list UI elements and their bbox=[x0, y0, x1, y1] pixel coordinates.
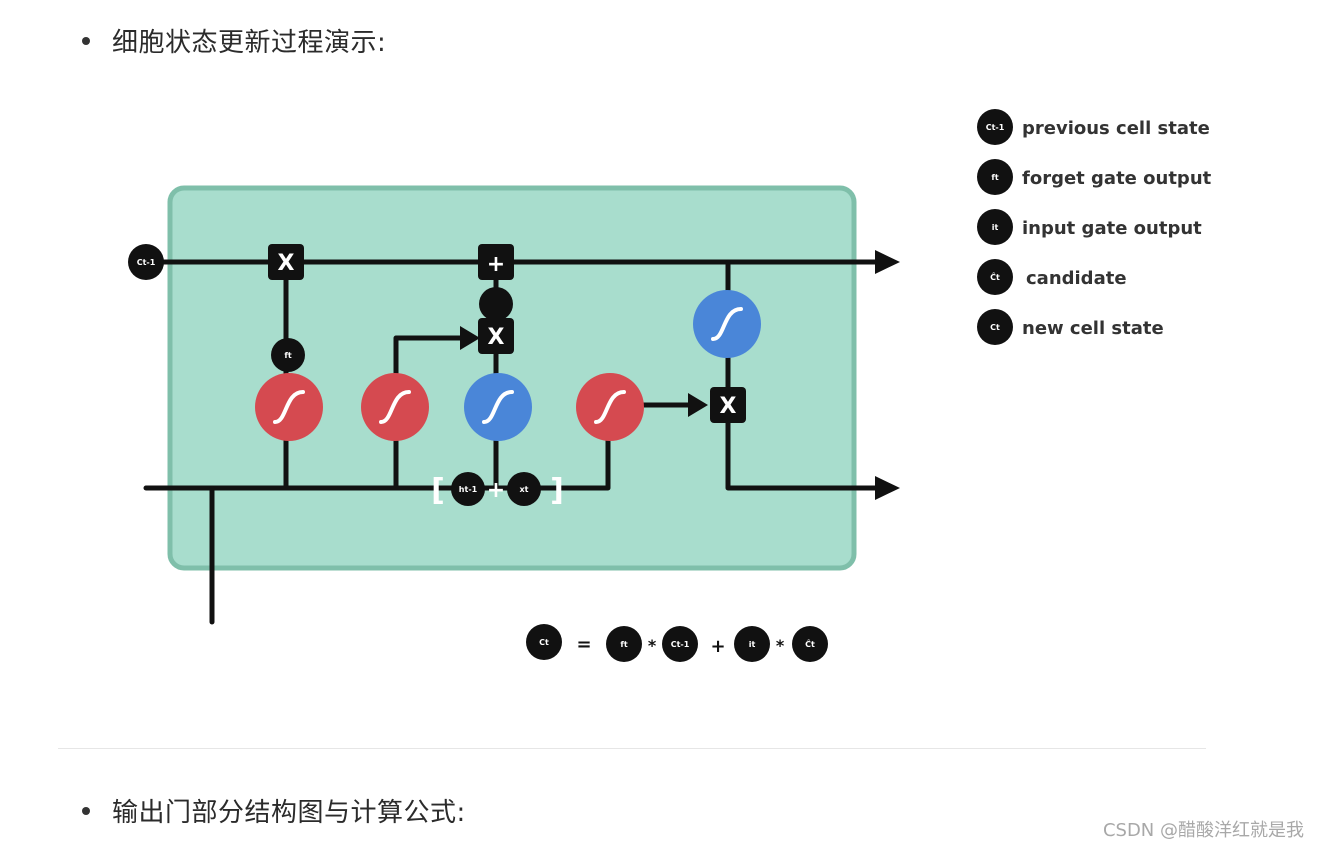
cell-add-op: + bbox=[478, 244, 514, 280]
section-heading: 细胞状态更新过程演示: bbox=[112, 28, 387, 58]
svg-text:Ct-1: Ct-1 bbox=[671, 640, 690, 649]
c-prev-node: Ct-1 bbox=[128, 244, 164, 280]
svg-text:candidate: candidate bbox=[1026, 268, 1127, 289]
svg-text:ft: ft bbox=[620, 640, 627, 649]
svg-text:+: + bbox=[487, 252, 505, 277]
svg-text:Ct-1: Ct-1 bbox=[986, 123, 1005, 132]
legend: Ct-1 previous cell state ft forget gate … bbox=[977, 109, 1212, 345]
cell-state-arrow-icon bbox=[875, 250, 900, 274]
svg-text:ft: ft bbox=[284, 351, 291, 360]
legend-item-candidate: Ĉt candidate bbox=[977, 259, 1127, 295]
svg-text:[: [ bbox=[431, 473, 445, 508]
forget-multiply-op: X bbox=[268, 244, 304, 280]
input-sigmoid-layer bbox=[361, 373, 429, 441]
svg-text:xt: xt bbox=[520, 485, 529, 494]
svg-text:=: = bbox=[576, 634, 591, 655]
section-divider bbox=[58, 748, 1206, 749]
hidden-output-path bbox=[725, 402, 888, 491]
lstm-cell-state-diagram: Ct-1 X + X X ft bbox=[128, 109, 1212, 662]
candidate-tanh-layer bbox=[464, 373, 532, 441]
svg-text:Ct-1: Ct-1 bbox=[137, 258, 156, 267]
forget-output-node: ft bbox=[271, 338, 305, 372]
cell-state-formula: Ct = ft * Ct-1 + it * Ĉt bbox=[526, 624, 828, 662]
svg-text:Ct: Ct bbox=[990, 323, 1000, 332]
svg-text:it: it bbox=[749, 640, 756, 649]
svg-text:*: * bbox=[776, 636, 785, 655]
svg-text:]: ] bbox=[550, 473, 564, 508]
legend-item-previous-cell-state: Ct-1 previous cell state bbox=[977, 109, 1210, 145]
svg-text:Ct: Ct bbox=[539, 638, 549, 647]
output-multiply-op: X bbox=[710, 387, 746, 423]
svg-text:Ĉt: Ĉt bbox=[990, 271, 1000, 282]
legend-item-input-gate-output: it input gate output bbox=[977, 209, 1202, 245]
svg-text:X: X bbox=[488, 325, 505, 350]
svg-text:+: + bbox=[487, 478, 505, 503]
bullet-cell-state-update: 细胞状态更新过程演示: bbox=[80, 22, 386, 59]
svg-text:previous cell state: previous cell state bbox=[1022, 118, 1210, 139]
svg-text:Ĉt: Ĉt bbox=[805, 638, 815, 649]
forget-sigmoid-layer bbox=[255, 373, 323, 441]
x-node bbox=[507, 472, 541, 506]
h-prev-node bbox=[451, 472, 485, 506]
svg-text:+: + bbox=[710, 636, 725, 657]
svg-text:ht-1: ht-1 bbox=[459, 485, 478, 494]
svg-text:forget gate output: forget gate output bbox=[1022, 168, 1212, 189]
svg-text:input gate output: input gate output bbox=[1022, 218, 1202, 239]
input-multiply-op: X bbox=[478, 287, 514, 354]
input-gate-arrow-icon bbox=[460, 326, 480, 350]
svg-text:X: X bbox=[720, 394, 737, 419]
svg-text:ft: ft bbox=[991, 173, 998, 182]
bullet-output-gate: 输出门部分结构图与计算公式: bbox=[80, 792, 466, 829]
svg-text:new cell state: new cell state bbox=[1022, 318, 1164, 339]
output-gate-arrow-icon bbox=[688, 393, 708, 417]
svg-text:it: it bbox=[992, 223, 999, 232]
watermark: CSDN @醋酸洋红就是我 bbox=[1102, 820, 1304, 841]
legend-item-forget-gate-output: ft forget gate output bbox=[977, 159, 1212, 195]
svg-text:X: X bbox=[278, 251, 295, 276]
svg-text:*: * bbox=[648, 636, 657, 655]
cell-tanh-layer bbox=[693, 290, 761, 358]
hidden-output-arrow-icon bbox=[875, 476, 900, 500]
section-heading: 输出门部分结构图与计算公式: bbox=[112, 798, 466, 828]
output-sigmoid-layer bbox=[576, 373, 644, 441]
concat-inputs: [ ] ht-1 + xt bbox=[431, 472, 608, 508]
bullet-dot bbox=[82, 806, 90, 815]
legend-item-new-cell-state: Ct new cell state bbox=[977, 309, 1164, 345]
bullet-dot bbox=[82, 36, 90, 45]
